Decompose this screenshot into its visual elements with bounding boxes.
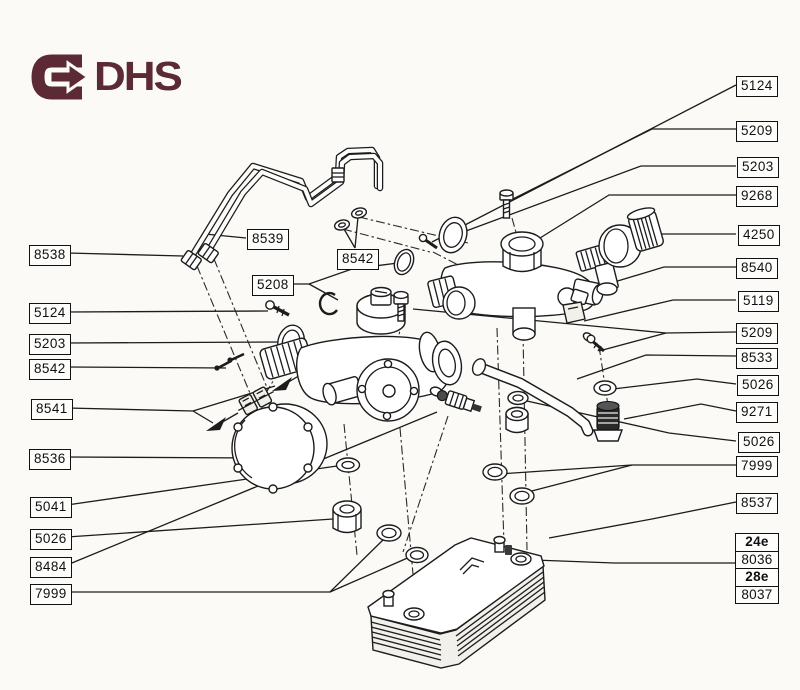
part-label-8533: 8533 <box>736 348 778 369</box>
part-label-5026-lower-right: 5026 <box>738 432 780 453</box>
part-label-8539: 8539 <box>247 229 289 250</box>
variant-model-24e: 24e <box>736 534 778 552</box>
variant-part-8036: 8036 <box>736 552 778 569</box>
leader-lines <box>66 84 737 593</box>
relief-valve-4250 <box>575 207 664 296</box>
part-label-7999-left: 7999 <box>30 584 72 605</box>
part-label-5203-right: 5203 <box>737 157 779 178</box>
part-label-5203-left: 5203 <box>29 334 71 355</box>
part-label-5209-lower: 5209 <box>736 323 778 344</box>
variant-part-8037: 8037 <box>741 586 773 602</box>
part-label-9271: 9271 <box>736 402 778 423</box>
oring-5208 <box>318 248 415 316</box>
part-label-5041: 5041 <box>30 497 72 518</box>
part-label-8538: 8538 <box>29 245 71 266</box>
part-label-8542-left: 8542 <box>29 359 71 380</box>
logo-arrow-icon <box>31 54 91 100</box>
part-label-5119: 5119 <box>738 291 779 312</box>
washer-5041 <box>335 457 361 473</box>
sensor-8484 <box>429 386 482 413</box>
washer-5026-lower <box>507 390 529 406</box>
washer-5026-upper <box>593 380 617 396</box>
screw-5209-small <box>582 332 605 353</box>
heat-exchanger <box>367 535 546 669</box>
part-label-8541: 8541 <box>31 399 73 420</box>
manifold-9268 <box>427 231 604 341</box>
pins-8541 <box>206 373 303 431</box>
part-label-8537: 8537 <box>736 493 778 514</box>
pipe-fittings-8538 <box>180 167 345 271</box>
part-label-5124-right: 5124 <box>736 76 778 97</box>
part-label-5026-left: 5026 <box>30 529 72 550</box>
nut-5026-left <box>332 500 362 534</box>
screw-5209-top <box>499 189 514 219</box>
screw-center <box>393 290 409 322</box>
part-label-5026-upper-right: 5026 <box>737 375 779 396</box>
gaskets-7999 <box>376 463 535 564</box>
gasket-5203-right <box>438 216 468 254</box>
part-label-8536: 8536 <box>29 449 71 470</box>
brand-logo: DHS <box>30 52 183 102</box>
part-label-5209-upper: 5209 <box>736 121 778 142</box>
part-label-5124-left: 5124 <box>29 303 71 324</box>
clip-5119 <box>562 301 586 324</box>
washers-8542 <box>333 207 368 231</box>
part-label-7999-right: 7999 <box>736 456 778 477</box>
part-label-9268: 9268 <box>736 186 778 207</box>
logo-text: DHS <box>94 54 183 100</box>
part-label-8540: 8540 <box>736 258 778 279</box>
part-label-5208: 5208 <box>252 275 294 296</box>
fitting-9271 <box>593 400 623 442</box>
pump-cover-8536 <box>231 402 328 494</box>
screw-5124-right <box>418 233 438 250</box>
part-label-8484: 8484 <box>30 557 72 578</box>
variant-model-28e: 28e <box>736 569 778 587</box>
part-label-8542-middle: 8542 <box>337 249 379 270</box>
pipe-8533 <box>471 358 594 437</box>
pump-clamp <box>238 386 274 416</box>
part-label-4250: 4250 <box>738 225 780 246</box>
hydraulic-valve-group <box>259 286 463 422</box>
screws-8542-left <box>214 352 245 371</box>
screw-5124-left <box>265 300 290 317</box>
variant-table: 24e 8036 28e 8037 <box>735 533 779 604</box>
